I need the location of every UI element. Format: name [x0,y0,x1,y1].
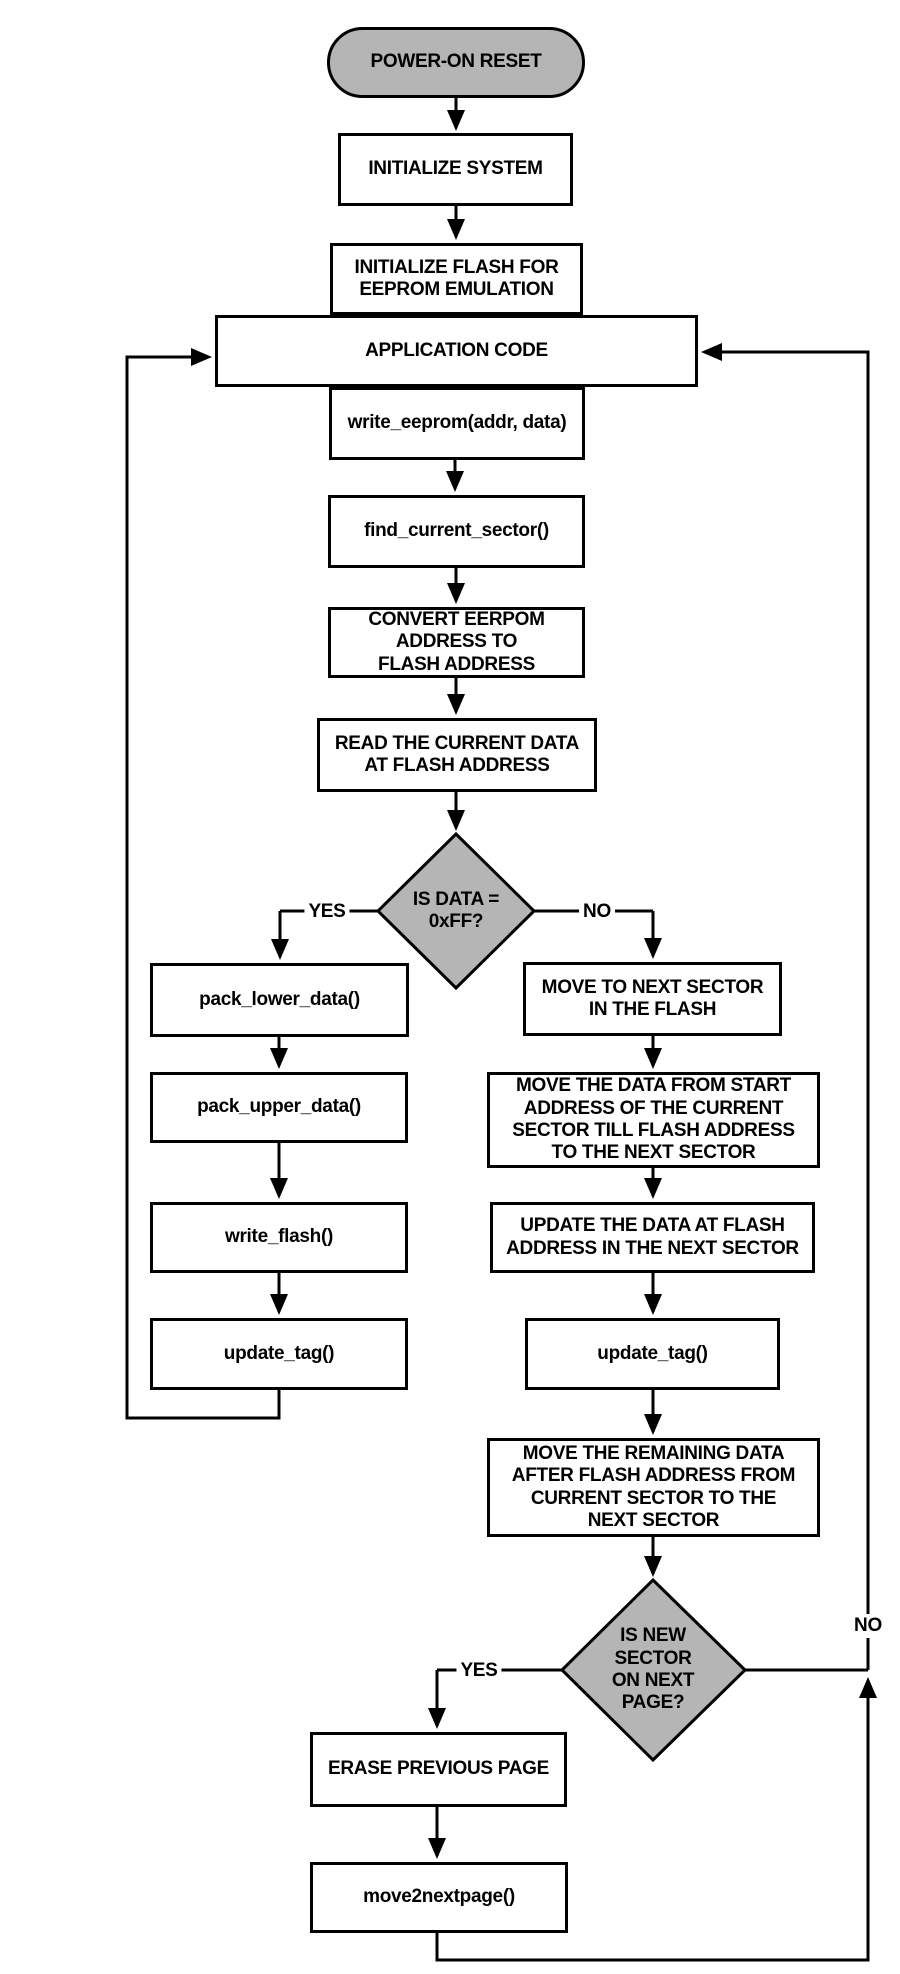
decision-is-data-0xff-text: IS DATA = 0xFF? [376,871,536,951]
node-read-current-data: READ THE CURRENT DATA AT FLASH ADDRESS [317,718,597,792]
node-update-tag-left-label: update_tag() [223,1342,335,1364]
node-update-tag-left: update_tag() [150,1318,408,1390]
node-move-to-next-sector-label: MOVE TO NEXT SECTOR IN THE FLASH [541,976,764,1020]
node-initialize-flash-label: INITIALIZE FLASH FOR EEPROM EMULATION [354,256,559,300]
node-move-data-from-start-label: MOVE THE DATA FROM START ADDRESS OF THE … [512,1075,795,1164]
decision-diamond-is-data-0xff [375,831,537,991]
node-convert-address-label: CONVERT EERPOM ADDRESS TO FLASH ADDRESS [368,608,545,675]
edge-label-no-2: NO [850,1614,886,1638]
node-move-remaining-data-label: MOVE THE REMAINING DATA AFTER FLASH ADDR… [511,1442,796,1531]
node-read-current-data-label: READ THE CURRENT DATA AT FLASH ADDRESS [334,732,580,776]
node-move-remaining-data: MOVE THE REMAINING DATA AFTER FLASH ADDR… [487,1438,820,1537]
node-find-current-sector: find_current_sector() [328,495,585,568]
edge-bottom-loop-up [435,1677,877,1962]
node-move-to-next-sector: MOVE TO NEXT SECTOR IN THE FLASH [523,962,782,1036]
node-application-code: APPLICATION CODE [215,315,698,387]
node-initialize-system: INITIALIZE SYSTEM [338,133,573,206]
node-power-on-reset: POWER-ON RESET [327,27,585,98]
node-pack-upper-data: pack_upper_data() [150,1072,408,1143]
node-move-data-from-start: MOVE THE DATA FROM START ADDRESS OF THE … [487,1072,820,1168]
edge-label-yes-1: YES [304,900,350,924]
node-write-flash: write_flash() [150,1202,408,1273]
node-write-eeprom: write_eeprom(addr, data) [329,387,585,460]
decision-is-new-sector-text: IS NEW SECTOR ON NEXT PAGE? [573,1612,733,1728]
node-find-current-sector-label: find_current_sector() [364,520,549,542]
node-pack-lower-data: pack_lower_data() [150,963,409,1037]
node-write-eeprom-label: write_eeprom(addr, data) [347,412,567,434]
node-pack-upper-data-label: pack_upper_data() [197,1096,361,1118]
node-move2nextpage: move2nextpage() [310,1862,568,1933]
node-pack-lower-data-label: pack_lower_data() [199,988,360,1010]
node-erase-previous-page-label: ERASE PREVIOUS PAGE [328,1758,549,1780]
edge-left-loop-to-application-code [125,348,281,1420]
node-initialize-system-label: INITIALIZE SYSTEM [368,158,543,180]
node-update-data-at-flash: UPDATE THE DATA AT FLASH ADDRESS IN THE … [490,1202,815,1273]
decision-is-new-sector-label: IS NEW SECTOR ON NEXT PAGE? [611,1625,695,1714]
edge-label-no-1: NO [579,900,615,924]
node-convert-address: CONVERT EERPOM ADDRESS TO FLASH ADDRESS [328,607,585,678]
node-move2nextpage-label: move2nextpage() [363,1886,515,1908]
decision-diamond-is-new-sector [559,1577,748,1763]
node-write-flash-label: write_flash() [224,1226,333,1248]
node-power-on-reset-label: POWER-ON RESET [370,51,542,73]
edge-right-loop-to-application-code [701,343,870,1670]
node-initialize-flash: INITIALIZE FLASH FOR EEPROM EMULATION [330,243,583,315]
decision-is-data-0xff-label: IS DATA = 0xFF? [412,888,500,932]
node-update-data-at-flash-label: UPDATE THE DATA AT FLASH ADDRESS IN THE … [506,1215,799,1259]
node-erase-previous-page: ERASE PREVIOUS PAGE [310,1732,567,1807]
node-update-tag-right: update_tag() [525,1318,780,1390]
edge-label-yes-2: YES [456,1659,502,1683]
node-application-code-label: APPLICATION CODE [365,339,548,361]
node-update-tag-right-label: update_tag() [597,1342,708,1364]
